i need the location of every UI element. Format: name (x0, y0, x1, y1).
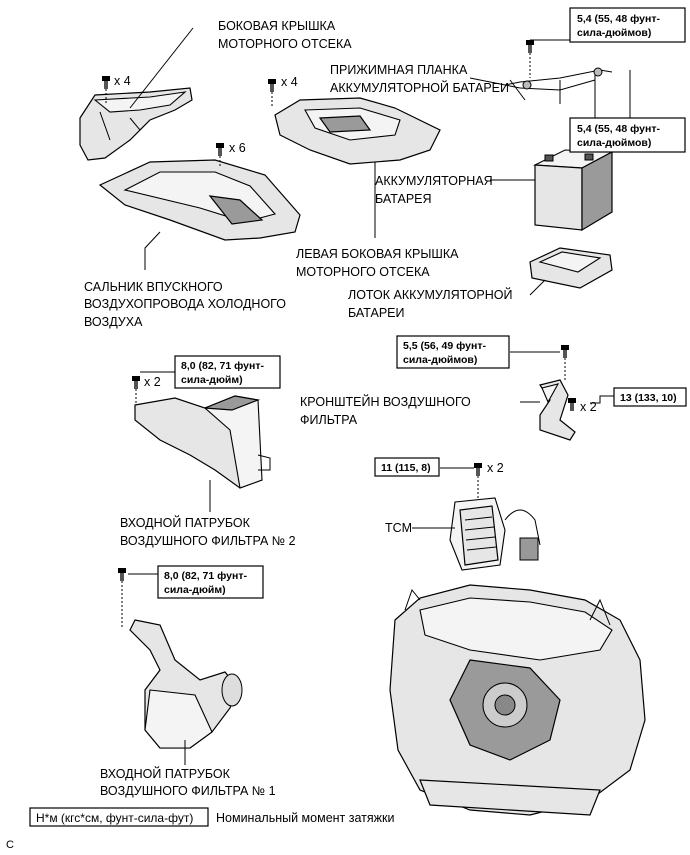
multiplier-left-cover: x 4 (281, 75, 298, 89)
bolt-icon (526, 40, 534, 53)
tcm-module (449, 497, 541, 571)
bolt-icon (132, 376, 140, 389)
label-side-cover-line2: МОТОРНОГО ОТСЕКА (218, 37, 352, 51)
corner-letter: C (6, 839, 14, 851)
air-cleaner-inlet-no2 (134, 395, 271, 489)
torque-clamp-top-line2: сила-дюймов) (577, 27, 651, 39)
torque-box-inlet2 (174, 355, 281, 389)
label-inlet2-line2: ВОЗДУШНОГО ФИЛЬТРА № 2 (120, 534, 296, 548)
bolt-icon (474, 463, 482, 476)
torque-box-bracket-right (613, 387, 687, 407)
label-tray-line1: ЛОТОК АККУМУЛЯТОРНОЙ (348, 287, 513, 302)
label-bracket-line1: КРОНШТЕЙН ВОЗДУШНОГО (300, 394, 471, 409)
bolt-icon (102, 76, 110, 89)
torque-clamp-right-line2: сила-дюймов) (577, 137, 651, 149)
torque-bracket-right: 13 (133, 10) (620, 392, 677, 404)
label-inlet2-line1: ВХОДНОЙ ПАТРУБОК (120, 515, 251, 530)
torque-box-bracket-top (396, 335, 510, 369)
torque-inlet1-line1: 8,0 (82, 71 фунт- (164, 570, 247, 582)
bolt-icon (118, 568, 126, 581)
torque-inlet2-line2: сила-дюйм) (181, 374, 243, 386)
torque-box-tcm (374, 457, 440, 477)
multiplier-seal: x 6 (229, 141, 246, 155)
label-left-cover-line2: МОТОРНОГО ОТСЕКА (296, 265, 430, 279)
torque-legend-units: Н*м (кгс*см, фунт-сила-фут) (36, 811, 193, 825)
torque-bracket-top-line1: 5,5 (56, 49 фунт- (403, 340, 486, 352)
bolt-icon (216, 143, 224, 156)
torque-box-clamp-top (569, 7, 686, 43)
torque-bracket-top-line2: сила-дюймов) (403, 354, 477, 366)
bolt-icon (568, 398, 576, 411)
label-clamp-line1: ПРИЖИМНАЯ ПЛАНКА (330, 63, 468, 77)
multiplier-bracket: x 2 (580, 400, 597, 414)
torque-inlet1-line2: сила-дюйм) (164, 584, 226, 596)
label-battery-line2: БАТАРЕЯ (375, 192, 432, 206)
torque-box-clamp-right (569, 117, 686, 153)
multiplier-inlet2: x 2 (144, 375, 161, 389)
engine-room-left-side-cover (274, 97, 441, 165)
label-seal-line1: САЛЬНИК ВПУСКНОГО (84, 280, 223, 294)
cold-air-intake-seal (98, 159, 301, 241)
legend-text: Номинальный момент затяжки (216, 811, 394, 825)
multiplier-side-cover: x 4 (114, 74, 131, 88)
multiplier-tcm: x 2 (487, 461, 504, 475)
label-tcm: TCM (385, 521, 412, 535)
label-bracket-line2: ФИЛЬТРА (300, 413, 358, 427)
air-cleaner-inlet-no1 (129, 619, 243, 749)
torque-inlet2-line1: 8,0 (82, 71 фунт- (181, 360, 264, 372)
torque-clamp-top-line1: 5,4 (55, 48 фунт- (577, 13, 660, 25)
torque-box-inlet1 (157, 565, 264, 599)
air-cleaner-bracket (539, 379, 576, 441)
label-left-cover-line1: ЛЕВАЯ БОКОВАЯ КРЫШКА (296, 247, 459, 261)
label-side-cover-line1: БОКОВАЯ КРЫШКА (218, 19, 336, 33)
battery-tray (529, 247, 613, 289)
label-seal-line2: ВОЗДУХОПРОВОДА ХОЛОДНОГО (84, 297, 286, 311)
label-seal-line3: ВОЗДУХА (84, 315, 143, 329)
torque-legend-box (29, 807, 209, 827)
bolt-icon (268, 79, 276, 92)
bolt-icon (561, 345, 569, 358)
label-battery-line1: АККУМУЛЯТОРНАЯ (375, 174, 493, 188)
torque-clamp-right-line1: 5,4 (55, 48 фунт- (577, 123, 660, 135)
label-inlet1-line1: ВХОДНОЙ ПАТРУБОК (100, 766, 231, 781)
battery (532, 149, 615, 232)
label-inlet1-line2: ВОЗДУШНОГО ФИЛЬТРА № 1 (100, 784, 276, 798)
battery-clamp (504, 67, 613, 128)
engine-room-side-cover (79, 87, 193, 161)
transaxle (389, 584, 646, 816)
torque-tcm: 11 (115, 8) (381, 462, 431, 474)
label-tray-line2: БАТАРЕИ (348, 306, 405, 320)
label-clamp-line2: АККУМУЛЯТОРНОЙ БАТАРЕИ (330, 80, 509, 95)
